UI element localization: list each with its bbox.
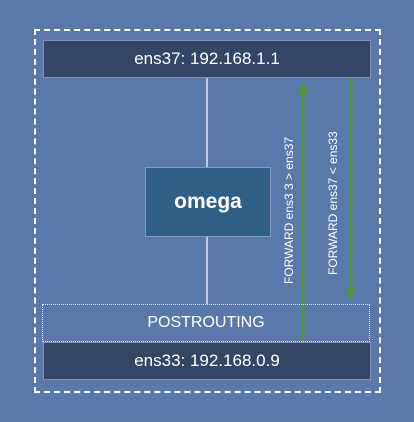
interface-ens37-label: ens37: 192.168.1.1 [134,49,280,68]
interface-ens33: ens33: 192.168.0.9 [43,342,371,380]
interface-ens37: ens37: 192.168.1.1 [43,40,371,78]
host-node: omega [145,167,271,237]
forward-up-label: FORWARD ens3 3 > ens37 [282,137,296,284]
host-label: omega [174,190,242,213]
host-boundary [34,29,381,393]
interface-ens33-label: ens33: 192.168.0.9 [134,351,280,370]
forward-down-label: FORWARD ens37 < ens33 [326,131,340,275]
postrouting-label: POSTROUTING [147,314,265,331]
postrouting-chain: POSTROUTING [42,304,370,342]
